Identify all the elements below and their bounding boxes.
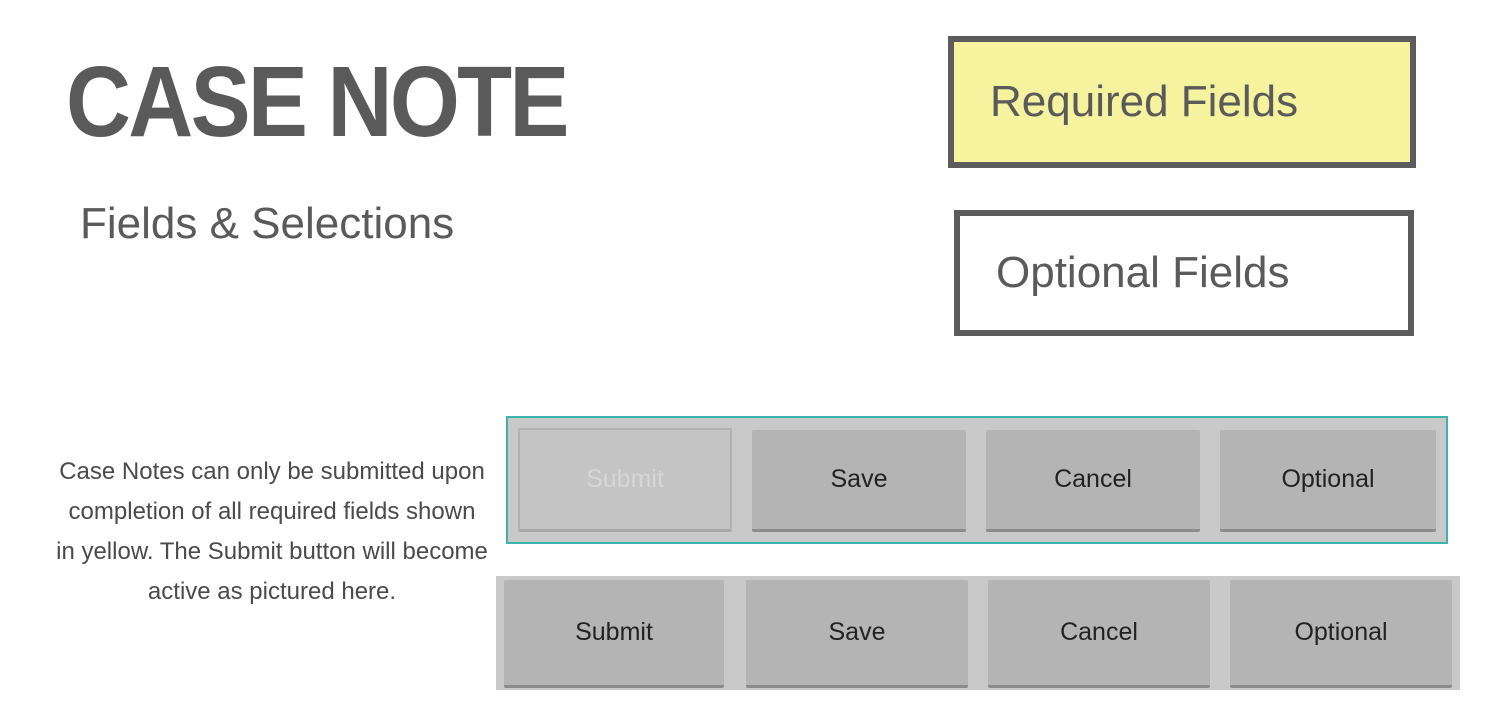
save-button[interactable]: Save [746, 580, 968, 688]
submission-note: Case Notes can only be submitted upon co… [56, 458, 488, 605]
page-subtitle: Fields & Selections [80, 199, 455, 248]
cancel-button[interactable]: Cancel [988, 580, 1210, 688]
optional-fields-legend: Optional Fields [954, 210, 1414, 336]
optional-fields-label: Optional Fields [996, 248, 1290, 297]
button-bar-active: Submit Save Cancel Optional [496, 576, 1460, 690]
required-fields-legend: Required Fields [948, 36, 1416, 168]
submit-button-disabled: Submit [518, 428, 732, 532]
page-title: CASE NOTE [66, 46, 569, 158]
cancel-button[interactable]: Cancel [986, 430, 1200, 532]
optional-button[interactable]: Optional [1220, 430, 1436, 532]
optional-button[interactable]: Optional [1230, 580, 1452, 688]
required-fields-label: Required Fields [990, 77, 1299, 126]
button-bar-inactive: Submit Save Cancel Optional [506, 416, 1448, 544]
submit-button[interactable]: Submit [504, 580, 724, 688]
save-button[interactable]: Save [752, 430, 966, 532]
